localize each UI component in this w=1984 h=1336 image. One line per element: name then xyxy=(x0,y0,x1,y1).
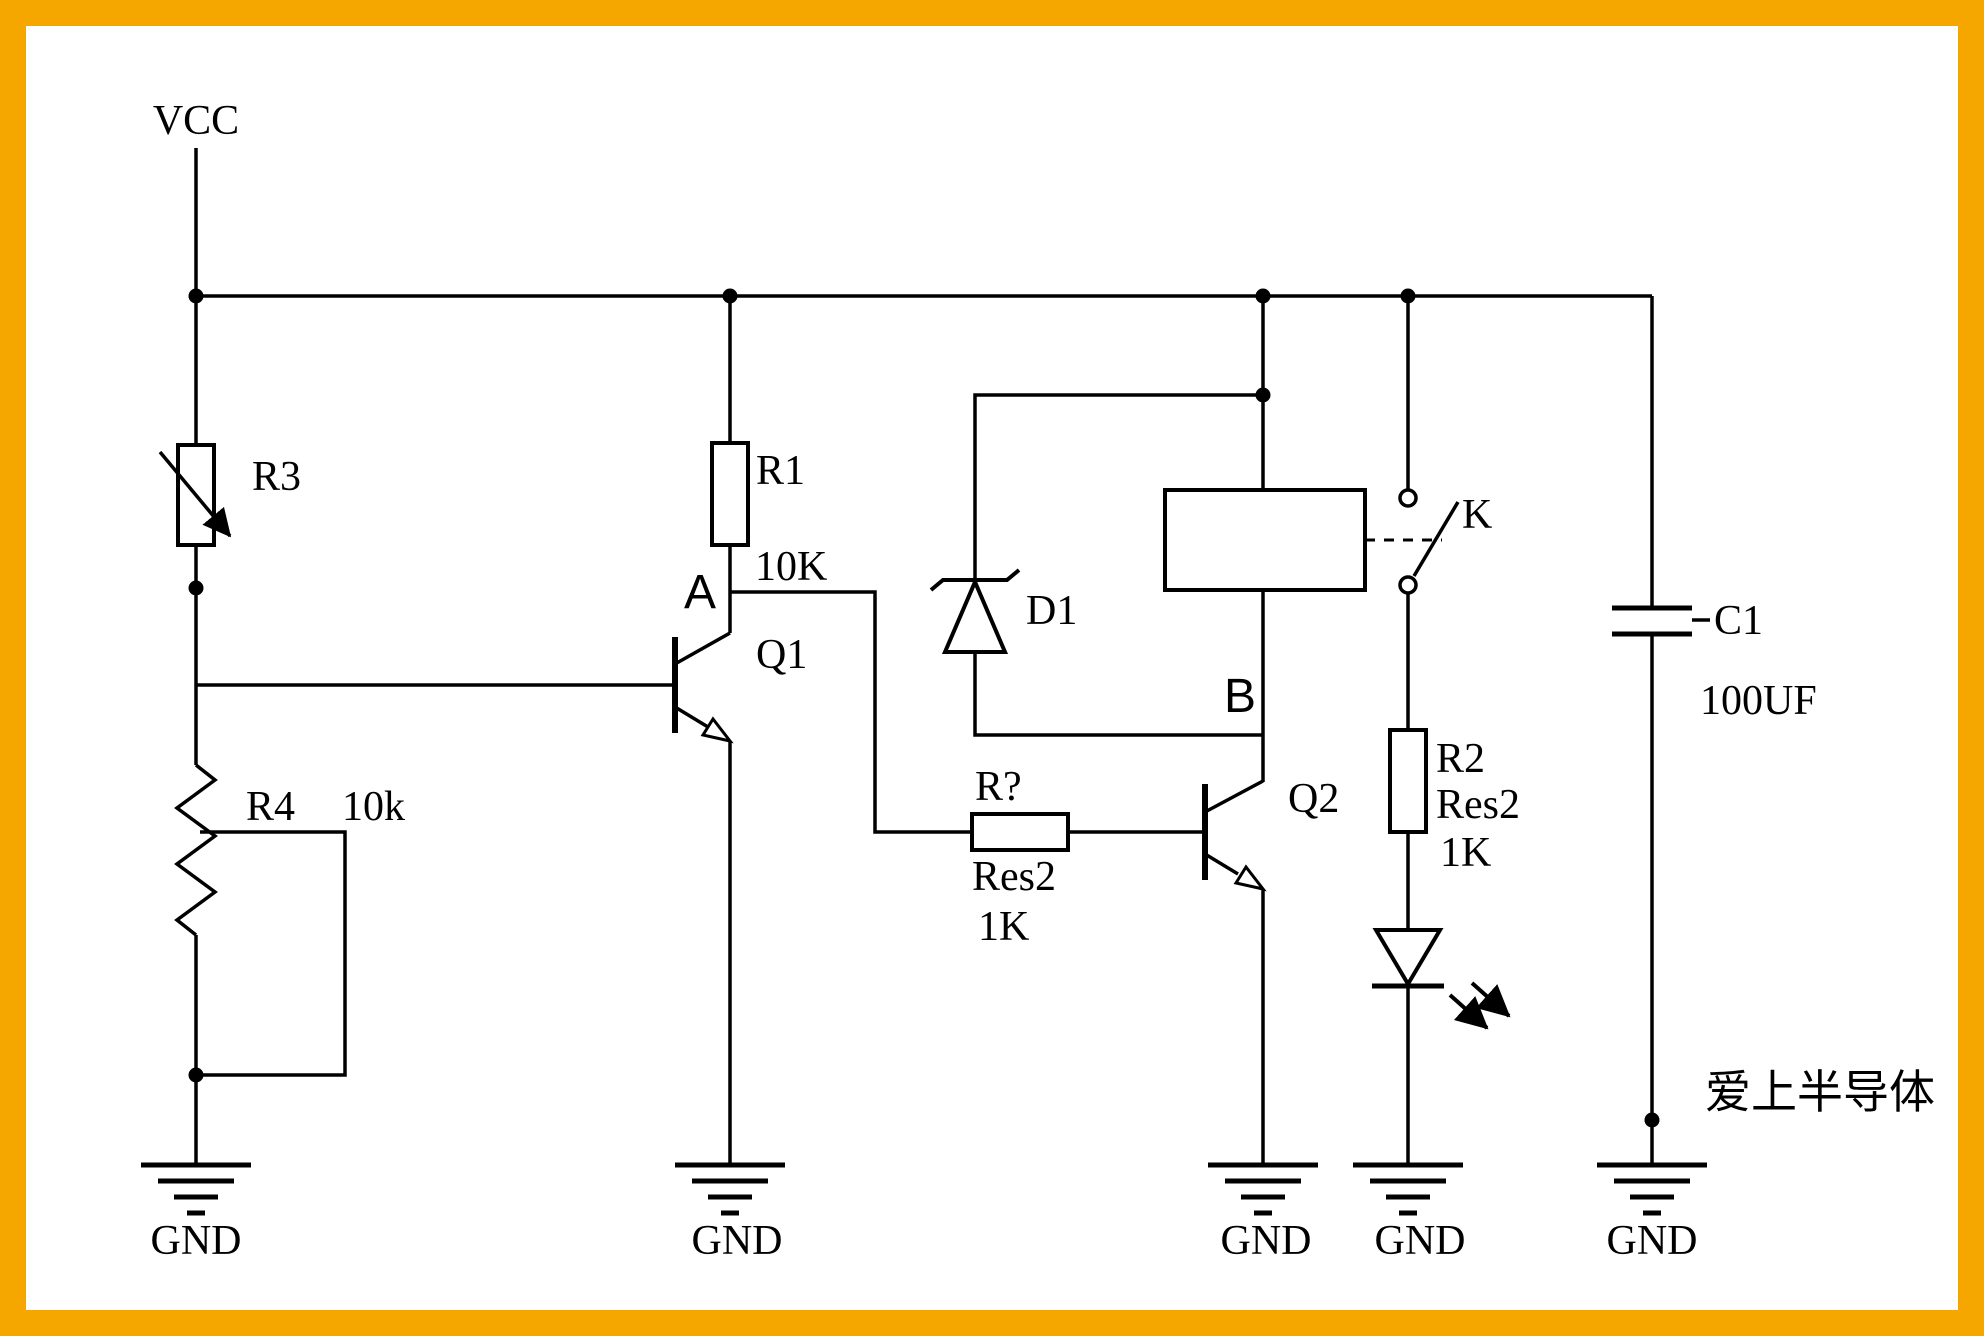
q2-emitter xyxy=(1204,852,1239,876)
r2-type-label: Res2 xyxy=(1436,782,1520,828)
switch-contact-top xyxy=(1398,488,1418,508)
r4-label: R4 xyxy=(246,784,295,830)
watermark-text: 爱上半导体 xyxy=(1705,1067,1935,1118)
q1-collector xyxy=(674,631,731,666)
wire-c1-branch xyxy=(1650,296,1710,1165)
resistor-r2-symbol xyxy=(1388,728,1428,834)
gnd-label: GND xyxy=(151,1218,242,1264)
q2-collector xyxy=(1204,779,1264,814)
vcc-label: VCC xyxy=(153,98,239,144)
junction-dots xyxy=(188,288,1660,1128)
gnd-label: GND xyxy=(1607,1218,1698,1264)
junction-dot xyxy=(722,288,738,304)
r4-value-label: 10k xyxy=(342,784,405,830)
junction-dot xyxy=(188,580,204,596)
capacitor-c1-symbol xyxy=(1612,605,1692,637)
led-emission-arrow xyxy=(1470,981,1511,1018)
wires xyxy=(194,148,1710,1165)
k-label: K xyxy=(1462,492,1492,538)
gnd-label: GND xyxy=(1375,1218,1466,1264)
q1-emitter-arrow xyxy=(700,716,734,744)
d1-label: D1 xyxy=(1026,588,1077,634)
rq-type-label: Res2 xyxy=(972,854,1056,900)
switch-contact-bottom xyxy=(1398,575,1418,595)
wire-node-a-to-rq xyxy=(730,590,1202,834)
c1-value-label: 100UF xyxy=(1700,678,1817,724)
r1-label: R1 xyxy=(756,448,805,494)
junction-dot xyxy=(1400,288,1416,304)
q2-label: Q2 xyxy=(1288,776,1339,822)
relay-coil-symbol xyxy=(1163,488,1367,592)
junction-dot xyxy=(1255,288,1271,304)
led-triangle xyxy=(1372,928,1444,988)
transistor-q1-symbol xyxy=(672,631,734,744)
resistor-rq-symbol xyxy=(970,812,1070,852)
resistor-r1-symbol xyxy=(710,441,750,547)
node-a-label: A xyxy=(684,566,716,619)
led-symbol xyxy=(1372,928,1511,1030)
junction-dot xyxy=(1255,387,1271,403)
transistor-q2-symbol xyxy=(1202,779,1267,892)
led-emission-arrow xyxy=(1448,993,1489,1030)
gnd-label: GND xyxy=(1221,1218,1312,1264)
r2-value-label: 1K xyxy=(1440,830,1491,876)
switch-blade xyxy=(1412,501,1460,577)
node-b-label: B xyxy=(1224,670,1256,723)
d1-triangle xyxy=(941,576,1009,654)
rq-label: R? xyxy=(975,764,1022,810)
resistor-r4-symbol xyxy=(174,763,218,937)
junction-dot xyxy=(188,1067,204,1083)
q1-label: Q1 xyxy=(756,632,807,678)
diode-d1-symbol xyxy=(929,568,1021,654)
q2-emitter-arrow xyxy=(1233,864,1267,892)
resistor-r3-symbol xyxy=(158,443,232,547)
wire-d1-branch xyxy=(973,393,1263,737)
wire-r4-tap-loop xyxy=(196,830,347,1077)
switch-k-symbol xyxy=(1398,488,1460,595)
resistor-r3-arrow xyxy=(158,450,232,538)
q1-emitter xyxy=(674,705,709,729)
r3-label: R3 xyxy=(252,454,301,500)
junction-dot xyxy=(188,288,204,304)
junction-dot xyxy=(1644,1112,1660,1128)
c1-label: C1 xyxy=(1714,598,1763,644)
gnd-label: GND xyxy=(692,1218,783,1264)
rq-value-label: 1K xyxy=(978,904,1029,950)
r2-label: R2 xyxy=(1436,736,1485,782)
r1-value-label: 10K xyxy=(755,544,827,590)
